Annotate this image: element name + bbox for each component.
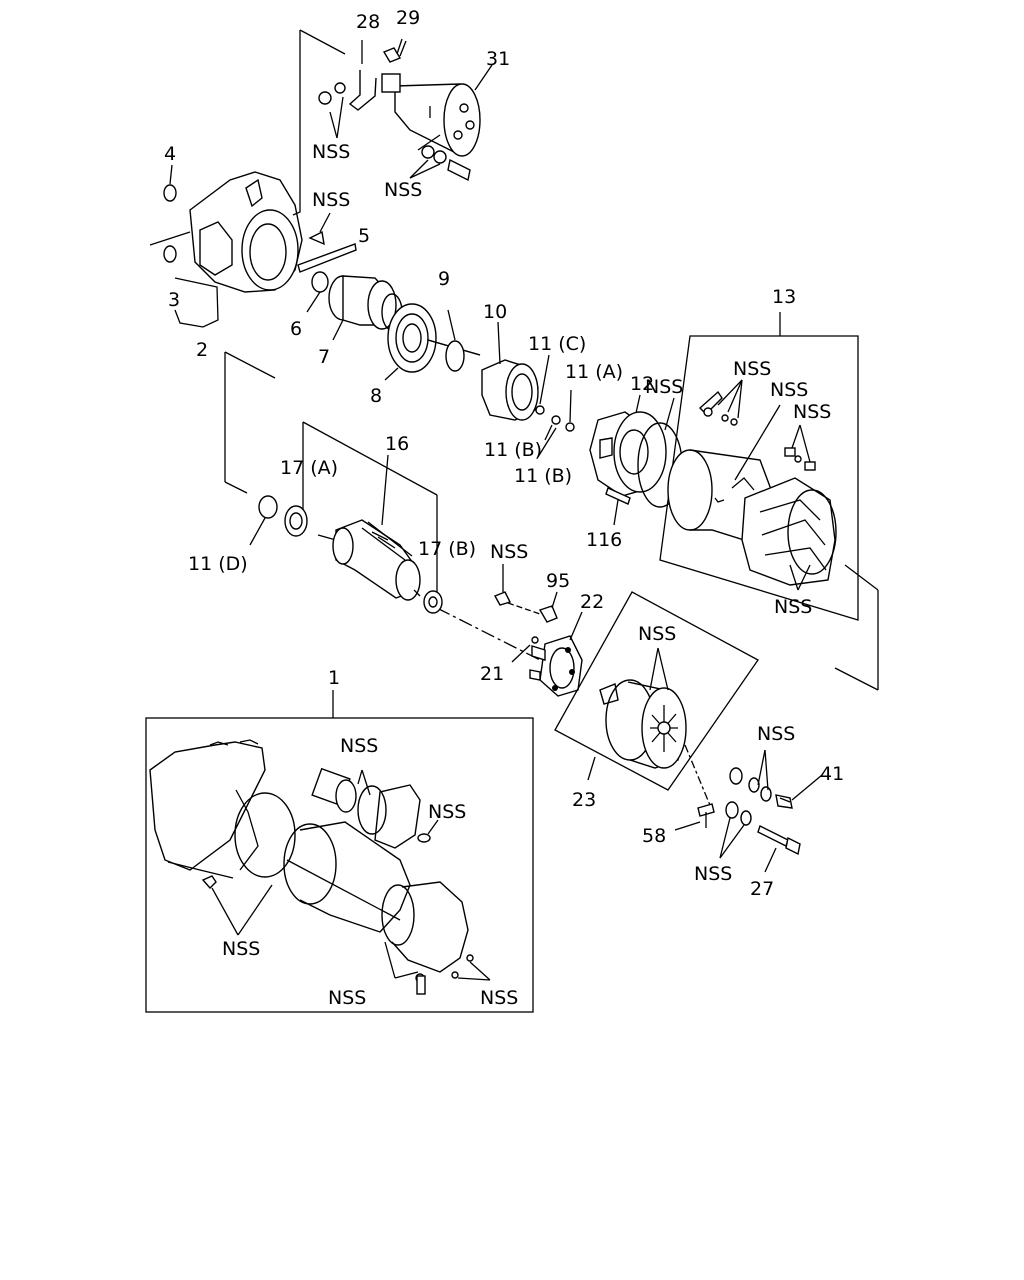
nss-label-box-screw: NSS — [328, 987, 366, 1009]
nss-label-yoke-c: NSS — [793, 401, 831, 423]
callout-8: 8 — [370, 385, 382, 407]
callout-31: 31 — [486, 48, 510, 70]
drive-housing-group — [149, 164, 357, 328]
solenoid-group — [292, 29, 493, 216]
nss-label-box-housing: NSS — [222, 938, 260, 960]
nss-label-brush-bolt: NSS — [490, 541, 528, 563]
nss-label-box-washers: NSS — [480, 987, 518, 1009]
callout-29: 29 — [396, 7, 420, 29]
callout-12: 12 — [630, 373, 654, 395]
nss-label-yoke-b: NSS — [770, 379, 808, 401]
nss-label-rear-washers-lower: NSS — [694, 863, 732, 885]
nss-label-housing-shim: NSS — [312, 189, 350, 211]
nss-label-box-pinion: NSS — [340, 735, 378, 757]
callout-3: 3 — [168, 289, 180, 311]
callout-13: 13 — [772, 286, 796, 308]
nss-label-rear-washers-upper: NSS — [757, 723, 795, 745]
callout-27: 27 — [750, 878, 774, 900]
assembly-box-part-1 — [145, 690, 534, 1013]
callout-10: 10 — [483, 301, 507, 323]
nss-label-box-cap: NSS — [428, 801, 466, 823]
rear-cover-group — [554, 591, 759, 811]
callout-7: 7 — [318, 346, 330, 368]
callout-23: 23 — [572, 789, 596, 811]
callout-58: 58 — [642, 825, 666, 847]
callout-41: 41 — [820, 763, 844, 785]
callout-11a: 11 (A) — [565, 361, 623, 383]
nss-label-bracket: NSS — [312, 141, 350, 163]
callout-11b-lower: 11 (B) — [514, 465, 572, 487]
callout-4: 4 — [164, 143, 176, 165]
callout-22: 22 — [580, 591, 604, 613]
callout-1: 1 — [328, 667, 340, 689]
callout-6: 6 — [290, 318, 302, 340]
nss-label-end-frame: NSS — [645, 376, 683, 398]
callout-labels: 1 2 3 4 5 6 7 8 9 10 11 (C) 11 (A) 11 (B… — [164, 7, 844, 900]
callout-17a: 17 (A) — [280, 457, 338, 479]
callout-5: 5 — [358, 225, 370, 247]
callout-17b: 17 (B) — [418, 538, 476, 560]
armature-group — [249, 454, 443, 614]
nss-label-solenoid-washers: NSS — [384, 179, 422, 201]
end-frame-group — [589, 394, 683, 526]
assembly-guide-lines — [224, 351, 541, 661]
callout-28: 28 — [356, 11, 380, 33]
nss-label-yoke-a: NSS — [733, 358, 771, 380]
callout-11c: 11 (C) — [528, 333, 586, 355]
callout-16: 16 — [385, 433, 409, 455]
nss-label-yoke-d: NSS — [774, 596, 812, 618]
callout-9: 9 — [438, 268, 450, 290]
callout-116: 116 — [586, 529, 622, 551]
nss-label-rear-cover: NSS — [638, 623, 676, 645]
rear-bolts-group — [674, 749, 823, 873]
nss-labels: NSS NSS NSS NSS NSS NSS NSS NSS NSS NSS … — [222, 141, 831, 1009]
callout-11b-upper: 11 (B) — [484, 439, 542, 461]
callout-11d: 11 (D) — [188, 553, 248, 575]
brush-holder-group — [494, 564, 583, 697]
callout-2: 2 — [196, 339, 208, 361]
callout-21: 21 — [480, 663, 504, 685]
callout-95: 95 — [546, 570, 570, 592]
pinion-drive-group — [306, 271, 575, 458]
yoke-assembly-box-13 — [659, 312, 879, 691]
